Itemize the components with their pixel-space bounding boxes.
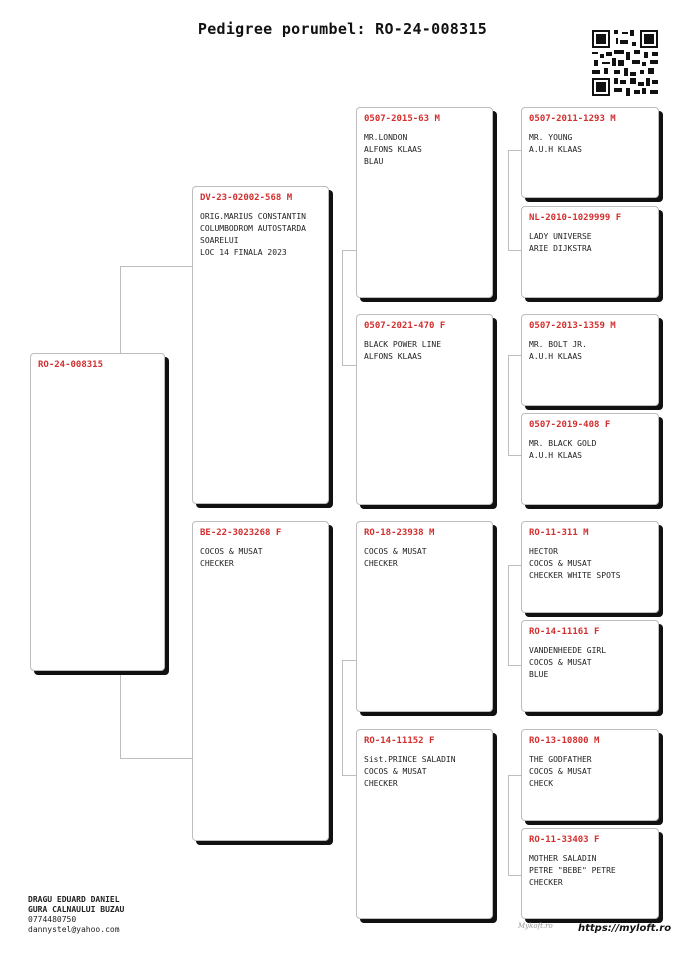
info-line: ORIG.MARIUS CONSTANTIN [200,212,306,221]
qr-code-icon [590,28,660,98]
ring-number: 0507-2011-1293 M [529,114,616,124]
ring-number: RO-14-11152 F [364,736,435,746]
page-title: Pedigree porumbel: RO-24-008315 [197,20,488,38]
info-line: CHECKER [200,559,234,568]
owner-email[interactable]: dannystel@yahoo.com [28,925,120,934]
granddam-sire-card[interactable]: 0507-2021-470 F BLACK POWER LINE ALFONS … [356,314,493,505]
info-line: BLUE [529,670,549,679]
info-line: CHECKER [364,559,398,568]
info-line: MR.LONDON [364,133,408,142]
info-line: COCOS & MUSAT [200,547,263,556]
signature: Mykoft.ro [518,922,553,930]
owner-info: DRAGU EDUARD DANIEL GURA CALNAULUI BUZAU… [28,895,124,935]
info-line: COCOS & MUSAT [529,559,592,568]
info-line: ALFONS KLAAS [364,145,422,154]
ring-number: 0507-2019-408 F [529,420,611,430]
ring-number: 0507-2013-1359 M [529,321,616,331]
ring-number: RO-11-33403 F [529,835,600,845]
sire-card[interactable]: DV-23-02002-568 M ORIG.MARIUS CONSTANTIN… [192,186,329,504]
info-line: COCOS & MUSAT [529,658,592,667]
info-line: COCOS & MUSAT [364,767,427,776]
connector [342,660,356,661]
info-line: BLAU [364,157,384,166]
connector [342,660,343,776]
info-line: A.U.H KLAAS [529,451,582,460]
connector [508,250,522,251]
owner-phone: 0774480750 [28,915,77,924]
info-line: MR. BLACK GOLD [529,439,597,448]
connector [120,266,193,267]
info-line: LOC 14 FINALA 2023 [200,248,287,257]
ring-number: 0507-2021-470 F [364,321,446,331]
great-grandparent-card[interactable]: 0507-2013-1359 M MR. BOLT JR. A.U.H KLAA… [521,314,659,406]
connector [508,355,509,455]
granddam-dam-card[interactable]: RO-14-11152 F Sist.PRINCE SALADIN COCOS … [356,729,493,919]
info-line: COCOS & MUSAT [364,547,427,556]
connector [508,150,522,151]
ring-number: NL-2010-1029999 F [529,213,622,223]
info-line: CHECK [529,779,554,788]
info-line: LADY UNIVERSE [529,232,592,241]
info-line: CHECKER [529,878,563,887]
connector [508,150,509,250]
info-line: MOTHER SALADIN [529,854,597,863]
owner-name: DRAGU EDUARD DANIEL [28,895,120,904]
great-grandparent-card[interactable]: RO-11-33403 F MOTHER SALADIN PETRE "BEBE… [521,828,659,919]
info-line: CHECKER WHITE SPOTS [529,571,621,580]
connector [342,775,356,776]
connector [508,565,509,665]
info-line: COLUMBODROM AUTOSTARDA [200,224,306,233]
connector [120,758,193,759]
info-line: ALFONS KLAAS [364,352,422,361]
info-line: VANDENHEEDE GIRL [529,646,607,655]
grandsire-sire-card[interactable]: 0507-2015-63 M MR.LONDON ALFONS KLAAS BL… [356,107,493,298]
great-grandparent-card[interactable]: RO-13-10800 M THE GODFATHER COCOS & MUSA… [521,729,659,821]
owner-location: GURA CALNAULUI BUZAU [28,905,125,914]
connector [342,250,343,366]
connector [508,455,522,456]
grandsire-dam-card[interactable]: RO-18-23938 M COCOS & MUSAT CHECKER [356,521,493,712]
connector [342,365,356,366]
connector [342,250,356,251]
connector [508,775,509,875]
great-grandparent-card[interactable]: RO-14-11161 F VANDENHEEDE GIRL COCOS & M… [521,620,659,712]
great-grandparent-card[interactable]: 0507-2019-408 F MR. BLACK GOLD A.U.H KLA… [521,413,659,505]
info-line: HECTOR [529,547,558,556]
ring-number: BE-22-3023268 F [200,528,282,538]
ring-number: RO-24-008315 [38,360,104,370]
info-line: THE GODFATHER [529,755,592,764]
info-line: SOARELUI [200,236,239,245]
ring-number: RO-13-10800 M [529,736,600,746]
connector [508,875,522,876]
connector [508,775,522,776]
great-grandparent-card[interactable]: RO-11-311 M HECTOR COCOS & MUSAT CHECKER… [521,521,659,613]
site-link[interactable]: https://myloft.ro [578,923,672,934]
info-line: CHECKER [364,779,398,788]
info-line: BLACK POWER LINE [364,340,442,349]
connector [508,665,522,666]
ring-number: RO-11-311 M [529,528,589,538]
great-grandparent-card[interactable]: NL-2010-1029999 F LADY UNIVERSE ARIE DIJ… [521,206,659,298]
subject-card[interactable]: RO-24-008315 [30,353,165,671]
ring-number: RO-18-23938 M [364,528,435,538]
ring-number: RO-14-11161 F [529,627,600,637]
dam-card[interactable]: BE-22-3023268 F COCOS & MUSAT CHECKER [192,521,329,841]
info-line: COCOS & MUSAT [529,767,592,776]
info-line: MR. BOLT JR. [529,340,587,349]
info-line: MR. YOUNG [529,133,573,142]
great-grandparent-card[interactable]: 0507-2011-1293 M MR. YOUNG A.U.H KLAAS [521,107,659,198]
info-line: A.U.H KLAAS [529,352,582,361]
info-line: A.U.H KLAAS [529,145,582,154]
connector [508,565,522,566]
info-line: ARIE DIJKSTRA [529,244,592,253]
connector [508,355,522,356]
info-line: Sist.PRINCE SALADIN [364,755,456,764]
ring-number: DV-23-02002-568 M [200,193,293,203]
ring-number: 0507-2015-63 M [364,114,440,124]
info-line: PETRE "BEBE" PETRE [529,866,616,875]
